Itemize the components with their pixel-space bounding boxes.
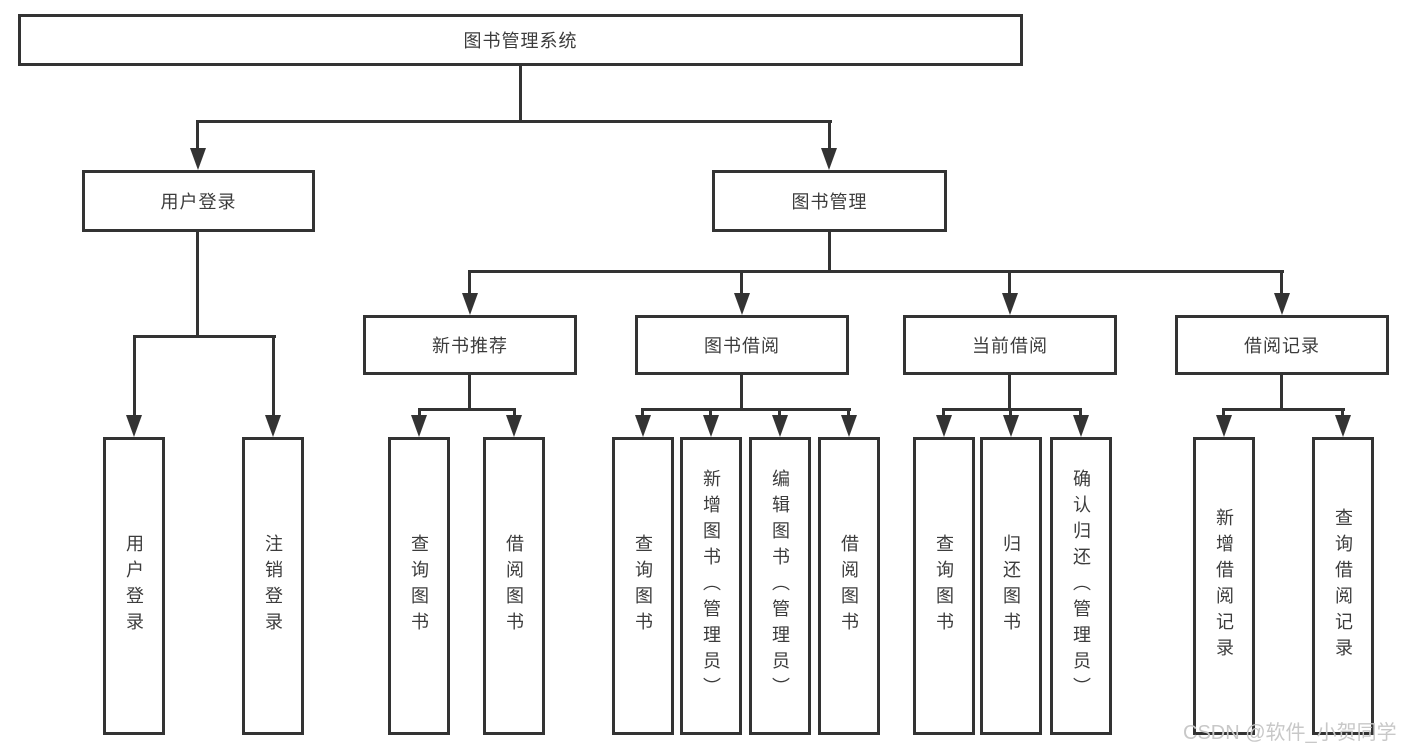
arrow-down-icon	[734, 293, 750, 315]
arrow-down-icon	[1073, 415, 1089, 437]
node-book-borrow: 图书借阅	[635, 315, 849, 375]
leaf-query-books-current: 查询图书	[913, 437, 975, 735]
leaf-logout: 注销登录	[242, 437, 304, 735]
leaf-label: 查询借阅记录	[1333, 508, 1353, 664]
arrow-down-icon	[841, 415, 857, 437]
leaf-label: 查询图书	[934, 534, 954, 638]
connector-drop-leaf	[641, 408, 644, 418]
connector-drop-leaf	[847, 408, 850, 418]
connector-drop-leaf	[418, 408, 421, 418]
connector-drop-leaf	[133, 335, 136, 417]
node-new-book-recommend: 新书推荐	[363, 315, 577, 375]
connector-drop-book-borrow	[740, 270, 743, 295]
leaf-borrow-books-borrow: 借阅图书	[818, 437, 880, 735]
connector-drop-leaf	[942, 408, 945, 418]
leaf-edit-book-admin: 编辑图书（管理员）	[749, 437, 811, 735]
connector-drop-current-borrow	[1008, 270, 1011, 295]
arrow-down-icon	[265, 415, 281, 437]
connector-drop-leaf	[1079, 408, 1082, 418]
connector-drop-leaf	[778, 408, 781, 418]
connector-new-book-stem	[468, 375, 471, 408]
leaf-borrow-books-recommend: 借阅图书	[483, 437, 545, 735]
node-book-management: 图书管理	[712, 170, 947, 232]
connector-drop-book-management	[828, 120, 831, 150]
leaf-label: 注销登录	[263, 534, 283, 638]
arrow-down-icon	[411, 415, 427, 437]
leaf-return-books: 归还图书	[980, 437, 1042, 735]
arrow-down-icon	[1335, 415, 1351, 437]
connector-drop-leaf	[1009, 408, 1012, 418]
leaf-query-books-borrow: 查询图书	[612, 437, 674, 735]
connector-drop-leaf	[513, 408, 516, 418]
leaf-confirm-return-admin: 确认归还（管理员）	[1050, 437, 1112, 735]
connector-level2-bus	[197, 120, 832, 123]
arrow-down-icon	[936, 415, 952, 437]
connector-user-login-bus	[133, 335, 276, 338]
arrow-down-icon	[772, 415, 788, 437]
connector-drop-borrow-records	[1280, 270, 1283, 295]
connector-book-borrow-bus	[641, 408, 851, 411]
arrow-down-icon	[1003, 415, 1019, 437]
leaf-label: 确认归还（管理员）	[1071, 469, 1091, 703]
connector-current-borrow-bus	[942, 408, 1082, 411]
connector-borrow-records-stem	[1280, 375, 1283, 408]
leaf-label: 编辑图书（管理员）	[770, 469, 790, 703]
leaf-query-books-recommend: 查询图书	[388, 437, 450, 735]
arrow-down-icon	[1274, 293, 1290, 315]
connector-current-borrow-stem	[1008, 375, 1011, 408]
leaf-add-borrow-record: 新增借阅记录	[1193, 437, 1255, 735]
connector-drop-user-login	[196, 120, 199, 150]
arrow-down-icon	[462, 293, 478, 315]
connector-book-management-stem	[828, 232, 831, 270]
leaf-label: 查询图书	[409, 534, 429, 638]
connector-drop-new-book	[468, 270, 471, 295]
node-current-borrow: 当前借阅	[903, 315, 1117, 375]
connector-new-book-bus	[418, 408, 516, 411]
leaf-label: 新增图书（管理员）	[701, 469, 721, 703]
arrow-down-icon	[635, 415, 651, 437]
node-borrow-records: 借阅记录	[1175, 315, 1389, 375]
arrow-down-icon	[506, 415, 522, 437]
arrow-down-icon	[703, 415, 719, 437]
leaf-user-login: 用户登录	[103, 437, 165, 735]
arrow-down-icon	[1002, 293, 1018, 315]
connector-drop-leaf	[1341, 408, 1344, 418]
arrow-down-icon	[821, 148, 837, 170]
connector-level3-bus	[468, 270, 1284, 273]
connector-user-login-stem	[196, 232, 199, 335]
node-book-management-system: 图书管理系统	[18, 14, 1023, 66]
connector-drop-leaf	[709, 408, 712, 418]
connector-root-stem	[519, 66, 522, 122]
leaf-label: 新增借阅记录	[1214, 508, 1234, 664]
connector-drop-leaf	[272, 335, 275, 417]
leaf-label: 借阅图书	[839, 534, 859, 638]
arrow-down-icon	[190, 148, 206, 170]
arrow-down-icon	[1216, 415, 1232, 437]
leaf-add-book-admin: 新增图书（管理员）	[680, 437, 742, 735]
node-user-login: 用户登录	[82, 170, 315, 232]
connector-drop-leaf	[1222, 408, 1225, 418]
connector-book-borrow-stem	[740, 375, 743, 408]
leaf-label: 借阅图书	[504, 534, 524, 638]
arrow-down-icon	[126, 415, 142, 437]
leaf-query-borrow-record: 查询借阅记录	[1312, 437, 1374, 735]
connector-borrow-records-bus	[1222, 408, 1345, 411]
leaf-label: 用户登录	[124, 534, 144, 638]
leaf-label: 归还图书	[1001, 534, 1021, 638]
csdn-watermark: CSDN @软件_小贺同学	[1183, 722, 1397, 744]
leaf-label: 查询图书	[633, 534, 653, 638]
